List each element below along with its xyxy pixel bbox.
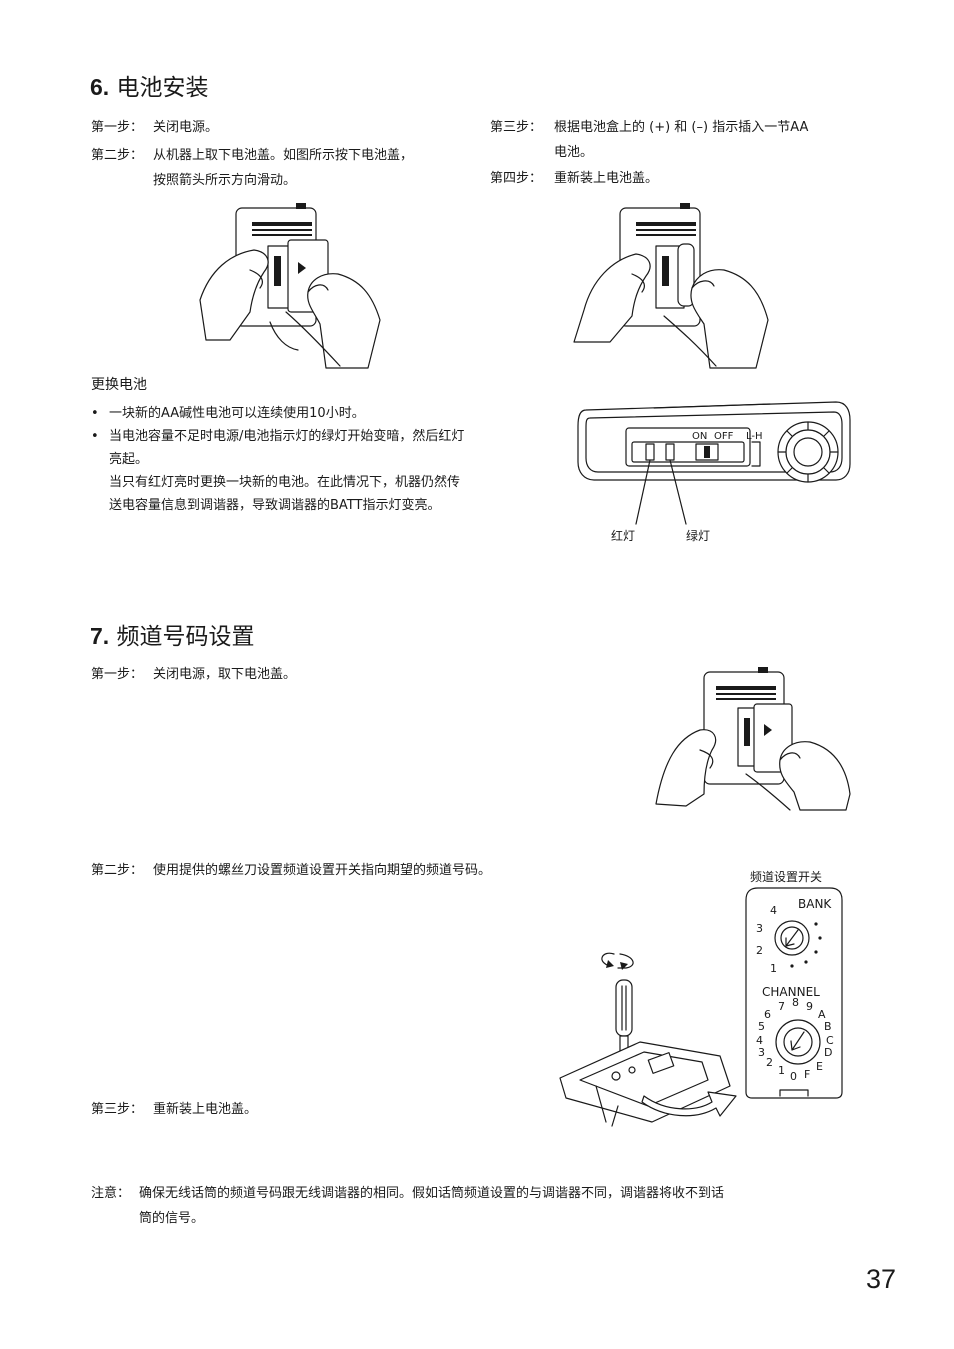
section-6-number: 6. — [90, 74, 110, 100]
section-6-heading: 6. 电池安装 — [90, 68, 209, 102]
channel-label: CHANNEL — [762, 985, 820, 999]
s6-step-2-line-2: 按照箭头所示方向滑动。 — [153, 173, 297, 188]
replace-bullet-2: • 当电池容量不足时电源/电池指示灯的绿灯开始变暗，然后红灯 亮起。 当只有红灯… — [91, 425, 464, 517]
s7-step-1-label: 第一步： — [91, 667, 144, 682]
replace-bullet-2-line-1: 当电池容量不足时电源/电池指示灯的绿灯开始变暗，然后红灯 — [109, 429, 465, 444]
s6-step-4-label: 第四步： — [490, 171, 543, 186]
screwdriver-illustration — [559, 952, 737, 1127]
channel-digit-1: 1 — [778, 1064, 785, 1077]
note: 注意： 确保无线话筒的频道号码跟无线调谐器的相同。假如话筒频道设置的与调谐器不同… — [91, 1181, 724, 1231]
channel-switch-caption: 频道设置开关 — [750, 870, 823, 884]
battery-insert-illustration — [573, 203, 769, 369]
channel-digit-8: 8 — [792, 996, 799, 1009]
s7-step-2: 第二步： 使用提供的螺丝刀设置频道设置开关指向期望的频道号码。 — [91, 858, 491, 883]
bullet-dot: • — [91, 406, 99, 421]
section-7-heading: 7. 频道号码设置 — [90, 617, 255, 651]
green-light-label: 绿灯 — [686, 529, 711, 543]
red-light-label: 红灯 — [611, 529, 636, 543]
channel-switch-panel: BANK 4 3 2 1 CHANNEL 0 1 2 3 4 5 6 7 8 9… — [745, 887, 843, 1099]
bullet-dot: • — [91, 429, 99, 444]
section-7-title: 频道号码设置 — [116, 624, 255, 650]
s6-step-2-line-1: 从机器上取下电池盖。如图所示按下电池盖， — [153, 148, 414, 163]
s7-step-3-text: 重新装上电池盖。 — [153, 1102, 258, 1117]
section-7-number: 7. — [90, 623, 110, 649]
channel-digit-b: B — [824, 1020, 832, 1033]
channel-digit-f: F — [804, 1068, 810, 1081]
s6-step-1-label: 第一步： — [91, 120, 144, 135]
channel-digit-2: 2 — [766, 1056, 773, 1069]
note-line-2: 筒的信号。 — [139, 1211, 205, 1226]
replace-battery-heading: 更换电池 — [91, 377, 147, 393]
transmitter-top-illustration: ON OFF L-H — [577, 401, 851, 525]
s6-step-3-line-2: 电池。 — [554, 145, 594, 160]
replace-bullet-1: • 一块新的AA碱性电池可以连续使用10小时。 — [91, 402, 365, 425]
switch-on-label: ON — [692, 431, 707, 442]
bank-digit-3: 3 — [756, 922, 763, 935]
channel-digit-9: 9 — [806, 1000, 813, 1013]
channel-digit-d: D — [824, 1046, 832, 1059]
note-line-1: 确保无线话筒的频道号码跟无线调谐器的相同。假如话筒频道设置的与调谐器不同，调谐器… — [139, 1186, 725, 1201]
replace-bullet-2-line-2: 亮起。 — [109, 452, 149, 467]
s7-step-2-label: 第二步： — [91, 863, 144, 878]
s6-step-2: 第二步： 从机器上取下电池盖。如图所示按下电池盖， 按照箭头所示方向滑动。 — [91, 143, 413, 193]
replace-bullet-2-line-4: 送电容量信息到调谐器，导致调谐器的BATT指示灯变亮。 — [109, 498, 441, 513]
switch-off-label: OFF — [714, 431, 734, 442]
channel-digit-a: A — [818, 1008, 826, 1021]
channel-digit-7: 7 — [778, 1000, 785, 1013]
channel-digit-5: 5 — [758, 1020, 765, 1033]
replace-bullet-2-line-3: 当只有红灯亮时更换一块新的电池。在此情况下，机器仍然传 — [109, 475, 461, 490]
s6-step-1-text: 关闭电源。 — [153, 120, 219, 135]
replace-bullet-1-text: 一块新的AA碱性电池可以连续使用10小时。 — [109, 406, 365, 421]
channel-digit-c: C — [826, 1034, 834, 1047]
s6-step-2-label: 第二步： — [91, 148, 144, 163]
note-label: 注意： — [91, 1186, 131, 1201]
bank-label: BANK — [798, 897, 832, 911]
s6-step-4: 第四步： 重新装上电池盖。 — [490, 166, 658, 191]
channel-digit-6: 6 — [764, 1008, 771, 1021]
bank-digit-1: 1 — [770, 962, 777, 975]
channel-digit-4: 4 — [756, 1034, 763, 1047]
channel-digit-e: E — [816, 1060, 823, 1073]
channel-cover-removal-illustration — [655, 667, 851, 811]
page-number: 37 — [866, 1264, 897, 1294]
s7-step-1: 第一步： 关闭电源，取下电池盖。 — [91, 662, 296, 687]
s6-step-3-label: 第三步： — [490, 120, 543, 135]
channel-digit-3: 3 — [758, 1046, 765, 1059]
s7-step-3-label: 第三步： — [91, 1102, 144, 1117]
bank-digit-4: 4 — [770, 904, 777, 917]
switch-lh-label: L-H — [746, 431, 763, 442]
channel-digit-0: 0 — [790, 1070, 797, 1083]
s6-step-3: 第三步： 根据电池盒上的 (+) 和 (–) 指示插入一节AA 电池。 — [490, 115, 808, 165]
s7-step-1-text: 关闭电源，取下电池盖。 — [153, 667, 297, 682]
s6-step-4-text: 重新装上电池盖。 — [554, 171, 659, 186]
section-6-title: 电池安装 — [116, 75, 209, 101]
battery-cover-removal-illustration — [199, 203, 381, 369]
s7-step-2-text: 使用提供的螺丝刀设置频道设置开关指向期望的频道号码。 — [153, 863, 492, 878]
s7-step-3: 第三步： 重新装上电池盖。 — [91, 1097, 257, 1122]
bank-digit-2: 2 — [756, 944, 763, 957]
s6-step-1: 第一步： 关闭电源。 — [91, 115, 218, 140]
s6-step-3-line-1: 根据电池盒上的 (+) 和 (–) 指示插入一节AA — [554, 120, 809, 135]
